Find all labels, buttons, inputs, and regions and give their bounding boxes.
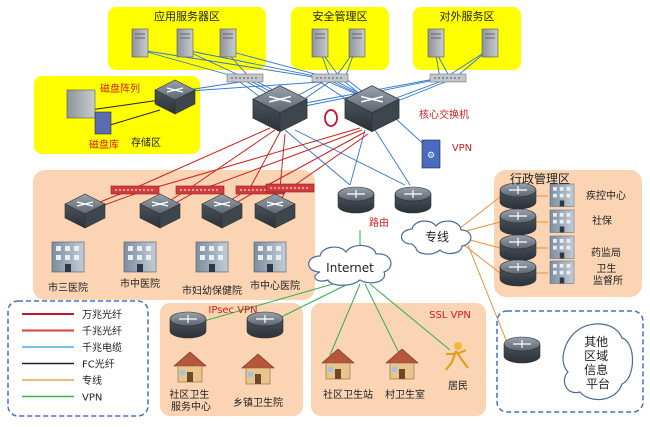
admin-unit-label-4-line1: 卫生 bbox=[596, 262, 616, 275]
legend-label-5: VPN bbox=[82, 393, 102, 404]
hospital-building-2 bbox=[123, 241, 157, 273]
disk-array-label: 磁盘阵列 bbox=[100, 82, 140, 95]
ipsec-title: IPsec VPN bbox=[208, 305, 257, 316]
hospital-label-3: 市妇幼保健院 bbox=[182, 284, 242, 297]
internet-cloud bbox=[308, 244, 392, 286]
security-server-1 bbox=[311, 28, 329, 58]
other-platform-label: 其他 区域 信息 平台 bbox=[584, 335, 612, 391]
ssl-site-label-1: 社区卫生站 bbox=[323, 388, 373, 401]
admin-unit-label-1: 疾控中心 bbox=[586, 189, 626, 202]
legend-box bbox=[7, 300, 149, 417]
app-server-2 bbox=[176, 28, 194, 58]
legend-label-1: 千兆光纤 bbox=[82, 325, 122, 338]
admin-router-3 bbox=[499, 234, 537, 262]
admin-unit-label-3: 药监局 bbox=[591, 246, 621, 259]
legend-label-0: 万兆光纤 bbox=[82, 308, 122, 321]
legend-label-2: 千兆电缆 bbox=[82, 341, 122, 354]
legend-label-3: FC光纤 bbox=[82, 358, 115, 371]
hospital-building-4 bbox=[253, 241, 287, 273]
hospital-rack-1 bbox=[110, 185, 160, 195]
router-label: 路由 bbox=[369, 216, 389, 229]
other-platform-cloud bbox=[562, 323, 633, 401]
hospital-building-3 bbox=[195, 241, 229, 273]
hospital-rack-2 bbox=[175, 185, 225, 195]
ipsec-site-label-1: 社区卫生 服务中心 bbox=[169, 388, 212, 413]
security-zone-title: 安全管理区 bbox=[313, 9, 368, 23]
other-platform-router bbox=[503, 336, 541, 364]
external-server-2 bbox=[481, 28, 499, 58]
vpn-device bbox=[421, 139, 441, 169]
edge-router-2 bbox=[394, 186, 432, 214]
vpn-device-icon: ⚙ bbox=[427, 151, 435, 161]
core-switch-1 bbox=[252, 84, 308, 133]
other-platform-line2: 区域 bbox=[584, 349, 608, 363]
other-platform-line3: 信息 bbox=[584, 362, 608, 377]
hospital-zone bbox=[33, 170, 315, 300]
hospital-label-2: 市中医院 bbox=[120, 277, 160, 290]
ipsec-router-1 bbox=[169, 311, 207, 339]
leased-line-label: 专线 bbox=[425, 229, 449, 244]
app-server-3 bbox=[219, 28, 237, 58]
ipsec-site-label-1-line2: 服务中心 bbox=[171, 400, 211, 413]
storage-zone-title: 存储区 bbox=[131, 136, 161, 149]
app-server-zone-title: 应用服务器区 bbox=[154, 9, 220, 23]
external-zone-title: 对外服务区 bbox=[440, 9, 495, 23]
hospital-building-1 bbox=[51, 241, 85, 273]
ipsec-site-label-1-line1: 社区卫生 bbox=[169, 388, 209, 401]
app-server-1 bbox=[131, 28, 149, 58]
ssl-site-label-2: 村卫生室 bbox=[385, 388, 425, 401]
hospital-label-1: 市三医院 bbox=[48, 281, 88, 294]
admin-router-1 bbox=[499, 182, 537, 210]
hospital-rack-4 bbox=[265, 183, 315, 193]
internet-label: Internet bbox=[326, 261, 374, 275]
aggregation-rack-2 bbox=[311, 73, 349, 83]
aggregation-rack-3 bbox=[429, 73, 467, 83]
ipsec-site-label-2: 乡镇卫生院 bbox=[233, 396, 283, 409]
disk-library-label: 磁盘库 bbox=[89, 138, 119, 151]
core-switch-label: 核心交换机 bbox=[419, 108, 469, 121]
external-server-1 bbox=[427, 28, 445, 58]
admin-unit-label-4-line2: 监督所 bbox=[593, 274, 623, 287]
vpn-label: VPN bbox=[452, 143, 472, 154]
ssl-title: SSL VPN bbox=[429, 310, 471, 321]
hospital-label-4: 市中心医院 bbox=[250, 279, 300, 292]
admin-building-1 bbox=[549, 183, 575, 207]
aggregation-rack-1 bbox=[226, 73, 264, 83]
disk-library bbox=[94, 111, 112, 135]
other-platform-line1: 其他 bbox=[584, 335, 608, 349]
dark-links bbox=[89, 99, 161, 126]
disk-array bbox=[66, 89, 96, 119]
admin-building-2 bbox=[549, 209, 575, 233]
ssl-site-label-3: 居民 bbox=[448, 380, 468, 392]
other-platform-line4: 平台 bbox=[586, 376, 610, 391]
admin-unit-label-4: 卫生 监督所 bbox=[593, 262, 623, 287]
admin-router-2 bbox=[499, 208, 537, 236]
admin-zone-title: 行政管理区 bbox=[510, 171, 570, 186]
edge-router-1 bbox=[337, 186, 375, 214]
legend-label-4: 专线 bbox=[82, 374, 102, 387]
security-server-2 bbox=[348, 28, 366, 58]
admin-building-4 bbox=[549, 260, 575, 284]
admin-router-4 bbox=[499, 259, 537, 287]
resident-icon bbox=[445, 342, 469, 371]
core-link-ring bbox=[324, 109, 338, 127]
vpn-links bbox=[189, 230, 451, 356]
admin-unit-label-2: 社保 bbox=[592, 214, 612, 227]
admin-building-3 bbox=[549, 235, 575, 259]
leased-line-cloud bbox=[400, 220, 472, 255]
